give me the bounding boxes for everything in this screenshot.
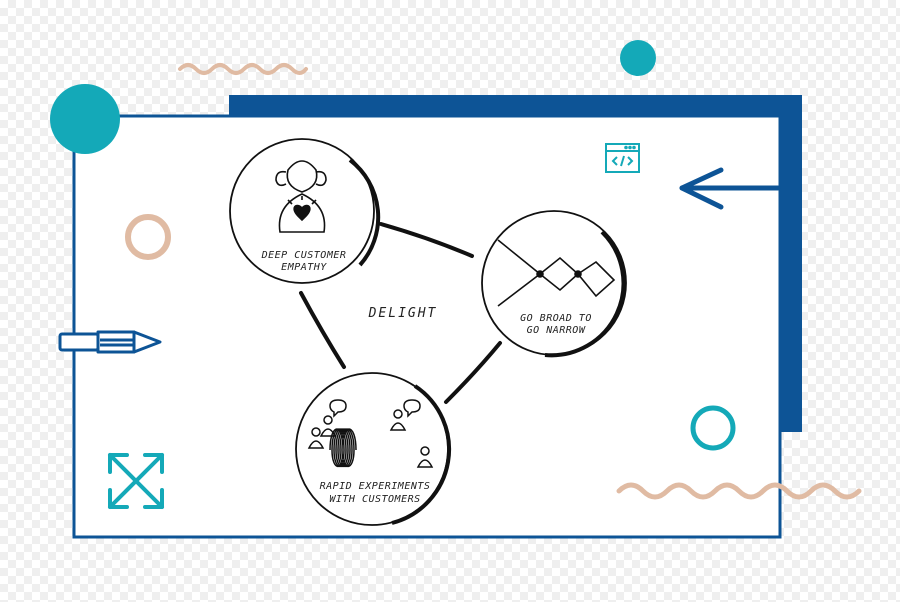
node-go-broad: GO BROAD TO GO NARROW: [481, 210, 627, 358]
code-window-icon: [605, 143, 640, 173]
node-label-line2: EMPATHY: [281, 262, 327, 273]
center-label: DELIGHT: [368, 306, 438, 321]
node-label-line2: WITH CUSTOMERS: [329, 494, 420, 505]
node-label-line1: GO BROAD TO: [520, 313, 592, 324]
pencil-icon: [58, 330, 162, 354]
squiggle-top: [178, 63, 308, 75]
teal-dot-small: [620, 40, 656, 76]
people-loops-icon: [307, 399, 434, 468]
squiggle-bottom: [616, 482, 862, 500]
person-heart-icon: [275, 160, 327, 233]
expand-arrows-icon: [108, 453, 164, 509]
node-rapid-experiments: RAPID EXPERIMENTS WITH CUSTOMERS: [295, 372, 452, 526]
arrow-left-icon: [679, 167, 781, 210]
node-label-line1: RAPID EXPERIMENTS: [320, 481, 431, 492]
node-label-line2: GO NARROW: [527, 325, 586, 336]
node-label-line1: DEEP CUSTOMER: [261, 250, 347, 261]
teal-ring: [690, 405, 736, 451]
diverge-converge-icon: [497, 239, 616, 307]
tan-ring: [125, 214, 171, 260]
node-deep-customer-empathy: DEEP CUSTOMER EMPATHY: [229, 138, 381, 284]
connectors: [299, 222, 502, 404]
teal-dot-large: [50, 84, 120, 154]
